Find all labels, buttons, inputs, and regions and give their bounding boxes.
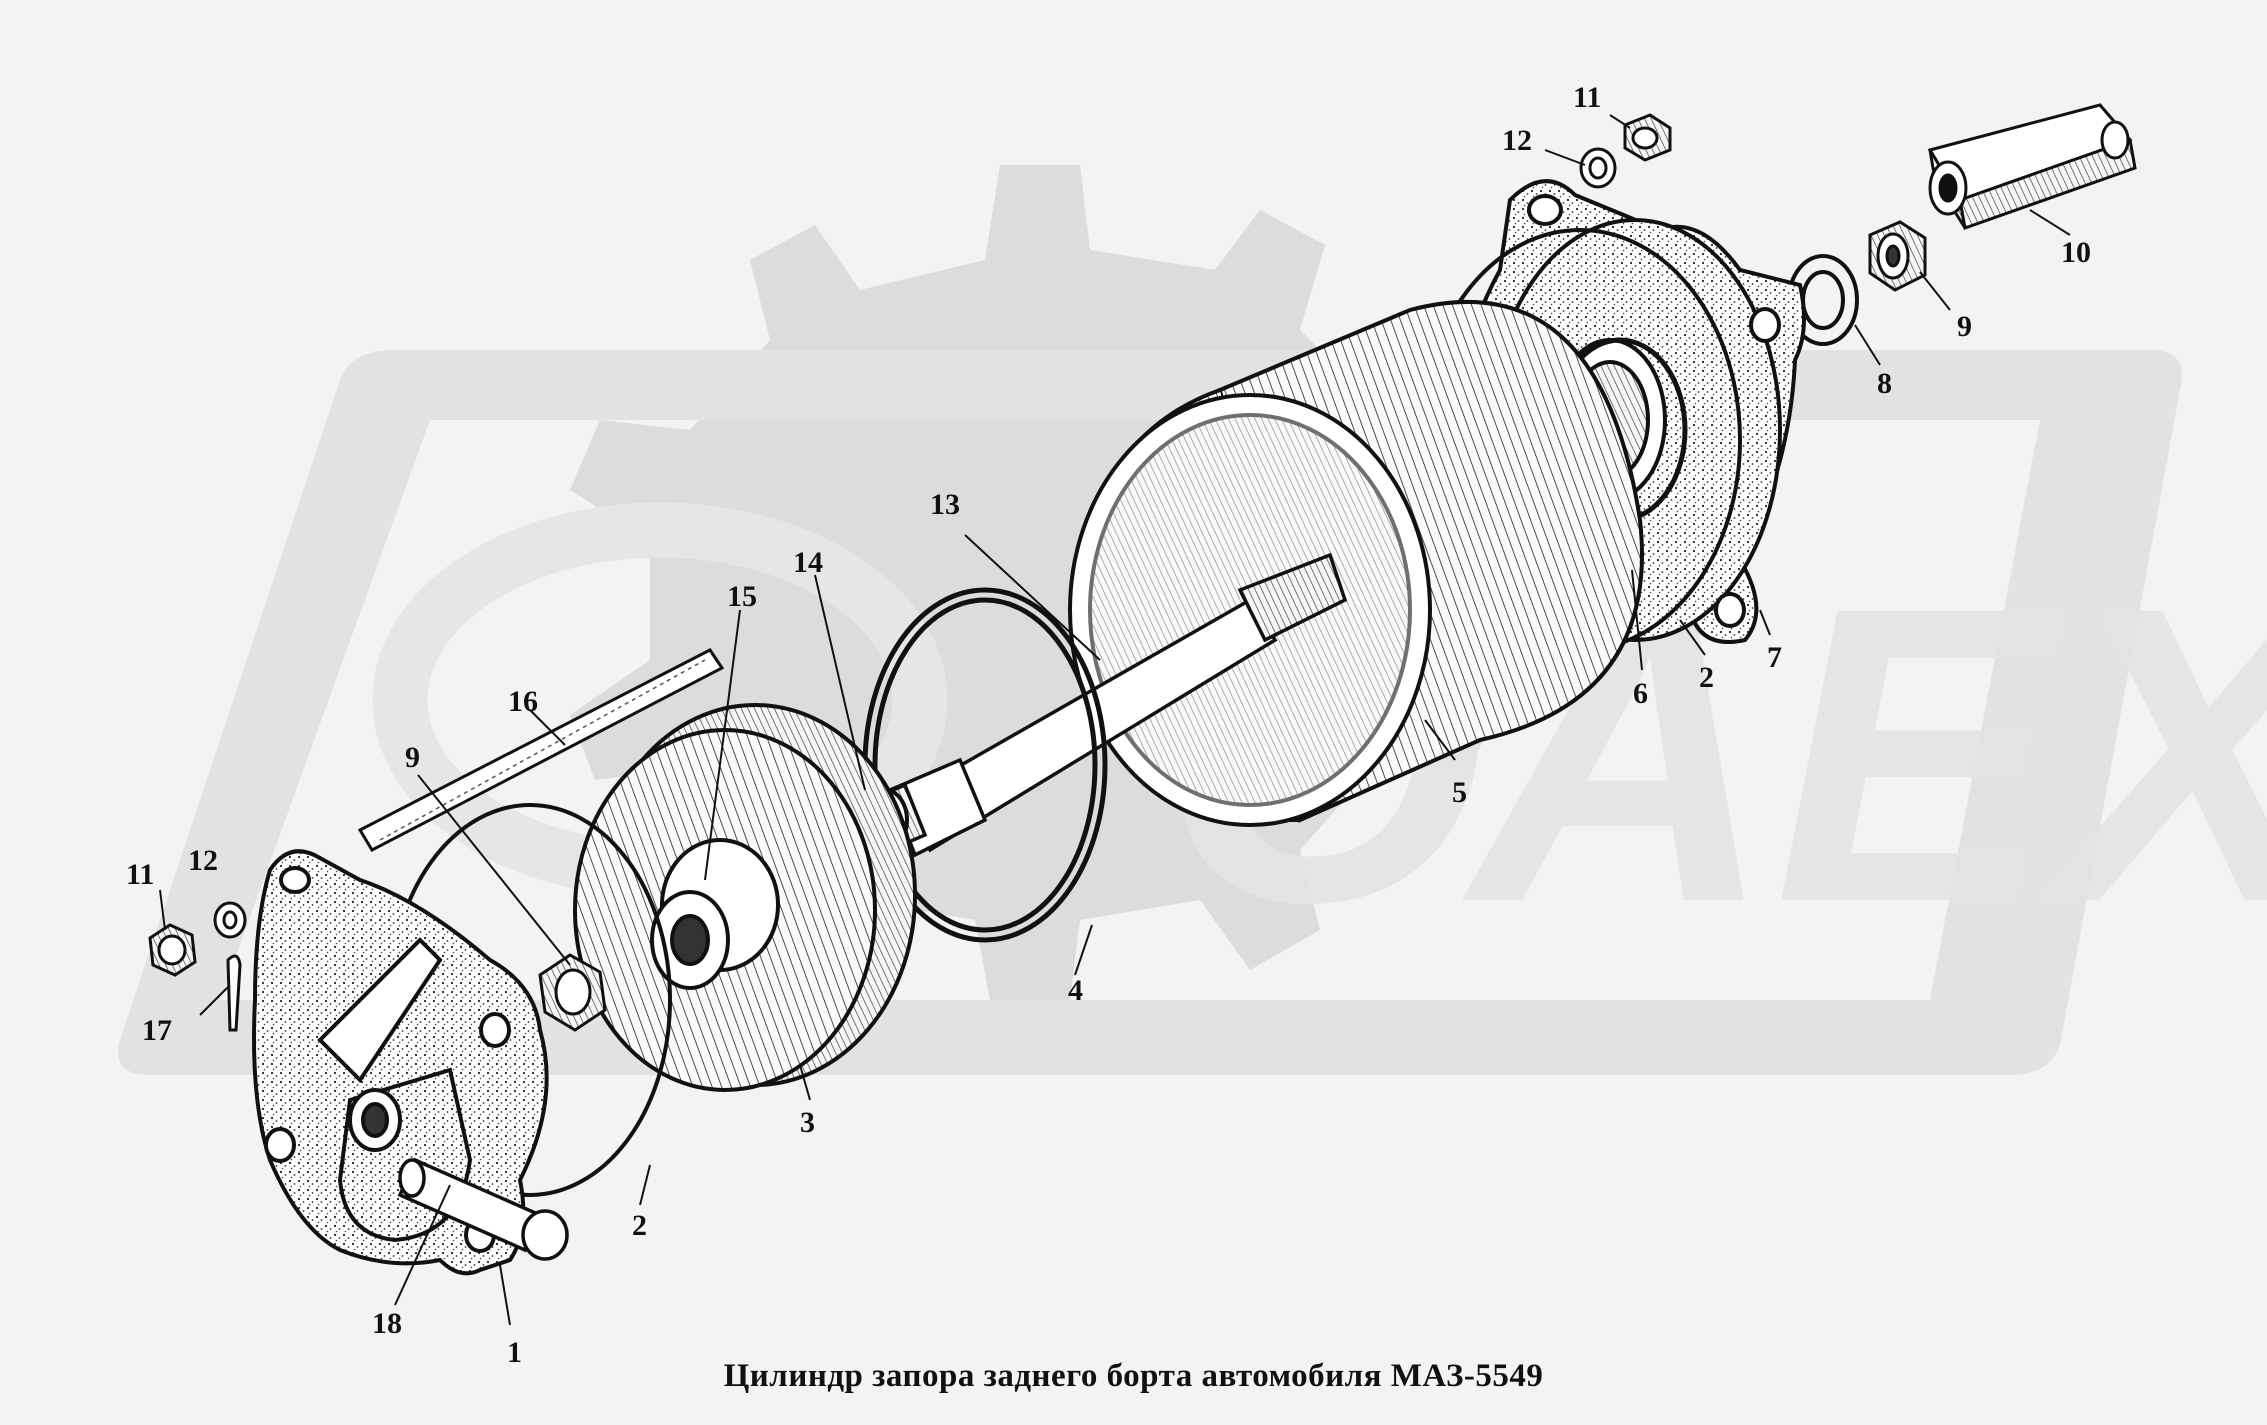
label-13: 13 [930,488,960,521]
label-16: 16 [508,685,538,718]
label-7: 7 [1767,641,1782,674]
label-9-right: 9 [1957,310,1972,343]
label-11-left: 11 [126,858,154,891]
leader-lines [159,114,2071,1326]
diagram-caption: Цилиндр запора заднего борта автомобиля … [723,1358,1544,1394]
part-11-nut-right [1623,113,1672,162]
part-9-nut-left [538,953,607,1032]
part-18-pin [397,1157,569,1261]
label-12-right: 12 [1502,124,1532,157]
label-12-left: 12 [188,844,218,877]
label-8: 8 [1877,367,1892,400]
label-4: 4 [1068,974,1083,1007]
label-18: 18 [372,1307,402,1340]
label-1: 1 [507,1336,522,1369]
part-16-tie-rod [357,648,725,852]
part-11-nut-left [148,923,197,977]
label-17: 17 [142,1014,172,1047]
part-9-nut-right [1868,220,1927,292]
label-14: 14 [793,546,823,579]
label-10: 10 [2061,236,2091,269]
label-5: 5 [1452,776,1467,809]
label-6: 6 [1633,677,1648,710]
part-12-washer-right [1579,147,1617,189]
part-12-washer-left [213,901,247,939]
callout-labels: 11 12 10 9 8 7 2 6 5 13 14 15 16 9 4 3 2… [126,81,2091,1369]
label-15: 15 [727,580,757,613]
part-3-piston [573,703,917,1092]
label-9-left: 9 [405,741,420,774]
label-11-right: 11 [1573,81,1601,114]
label-3: 3 [800,1106,815,1139]
part-10-hex-extension [1927,103,2137,231]
label-2-right: 2 [1699,661,1714,694]
label-2-left: 2 [632,1209,647,1242]
part-17-cotter-pin [226,954,242,1032]
